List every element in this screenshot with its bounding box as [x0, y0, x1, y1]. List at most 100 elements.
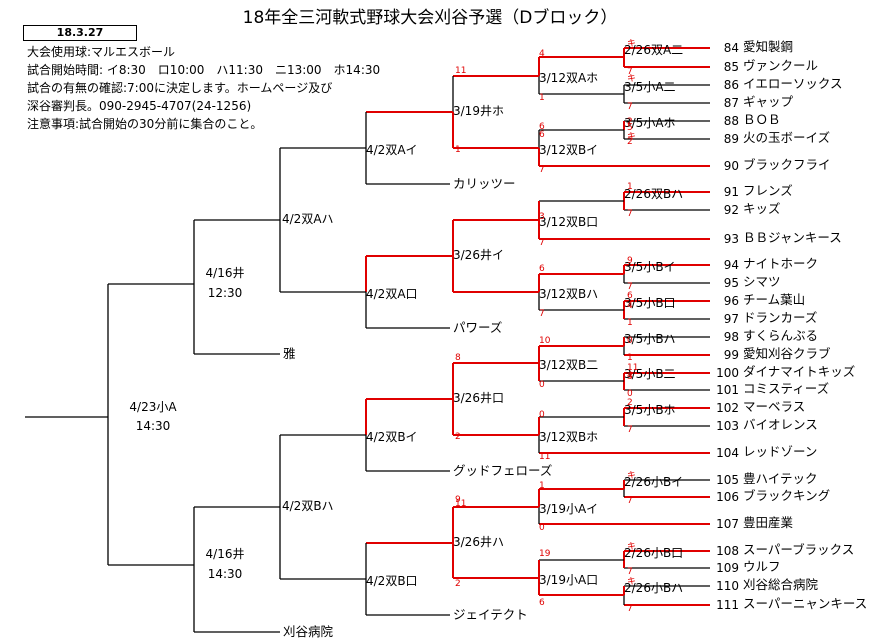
- score-label: 3: [539, 212, 545, 222]
- team-name: シマツ: [743, 274, 781, 289]
- score-label: 0: [627, 336, 633, 346]
- score-label: 7: [627, 496, 633, 506]
- score-label: 11: [455, 66, 467, 76]
- score-label: キ: [627, 577, 637, 587]
- team-number: 98: [723, 330, 739, 344]
- team-name: ダイナマイトキッズ: [743, 364, 856, 379]
- team-name: ＢＢジャンキース: [743, 230, 842, 245]
- score-label: 11: [539, 452, 551, 462]
- score-label: 7: [627, 67, 633, 77]
- team-number: 99: [723, 348, 739, 362]
- info-confirmation: 試合の有無の確認:7:00に決定します。ホームページ及び: [27, 81, 333, 95]
- match-label: 3/26井イ: [453, 248, 504, 262]
- team-name: キッズ: [743, 201, 781, 216]
- team-name: ヴァンクール: [743, 58, 819, 73]
- team-number: 84: [723, 41, 739, 55]
- team-number: 94: [723, 258, 739, 272]
- team-number: 105: [716, 473, 739, 487]
- score-label: 0: [539, 380, 545, 390]
- match-label: 3/12双B口: [539, 215, 599, 229]
- team-number: 108: [716, 544, 739, 558]
- team-name: 刈谷総合病院: [743, 577, 819, 592]
- match-date: 4/16井: [205, 547, 245, 561]
- seed-team-name: ジェイテクト: [453, 607, 528, 622]
- team-name: ギャップ: [743, 94, 794, 109]
- match-label: 3/12双Bホ: [539, 430, 599, 444]
- score-label: 5: [627, 123, 633, 133]
- team-name: チーム葉山: [743, 292, 806, 307]
- match-label: 4/2双Aハ: [282, 212, 334, 226]
- match-label: 3/19小Aイ: [539, 502, 599, 516]
- date-badge: 18.3.27: [23, 25, 137, 41]
- match-label: 2/26小Bイ: [624, 475, 684, 489]
- score-label: 4: [627, 371, 633, 381]
- team-name: 愛知製鋼: [743, 39, 794, 54]
- team-number: 95: [723, 276, 739, 290]
- match-label: 2/26双Bハ: [624, 187, 684, 201]
- score-label: 6: [627, 291, 633, 301]
- team-name: ナイトホーク: [743, 256, 819, 271]
- score-label: 6: [539, 122, 545, 132]
- info-notice: 注意事項:試合開始の30分前に集合のこと。: [27, 117, 263, 131]
- team-number: 96: [723, 294, 739, 308]
- team-name: ＢＯＢ: [743, 112, 781, 127]
- score-label: 2: [455, 579, 461, 589]
- team-number: 101: [716, 383, 739, 397]
- score-label: キ: [627, 471, 637, 481]
- team-number: 100: [716, 366, 739, 380]
- team-name: スーパーブラックス: [743, 542, 855, 557]
- score-label: 2: [627, 117, 633, 127]
- score-label: 1: [627, 353, 633, 363]
- match-label: 4/2双A口: [366, 287, 418, 301]
- team-name: ドランカーズ: [743, 310, 818, 325]
- match-label: 3/5小A二: [624, 80, 676, 94]
- score-label: 7: [539, 165, 545, 175]
- score-label: 0: [539, 410, 545, 420]
- seed-team-name: 雅: [283, 346, 296, 361]
- score-label: 2: [455, 432, 461, 442]
- score-label: 3: [627, 372, 633, 382]
- team-number: 92: [723, 203, 739, 217]
- team-name: コミスティーズ: [743, 381, 830, 396]
- match-label: 3/5小B二: [624, 367, 676, 381]
- match-label: 2/26小B口: [624, 546, 684, 560]
- score-label: 6: [539, 598, 545, 608]
- team-number: 89: [723, 132, 739, 146]
- score-label: 6: [539, 264, 545, 274]
- score-label: キ: [627, 39, 637, 49]
- score-label: 4: [539, 49, 545, 59]
- score-label: 11: [627, 363, 639, 373]
- team-number: 103: [716, 419, 739, 433]
- score-label: 7: [627, 567, 633, 577]
- score-label: 1: [539, 93, 545, 103]
- score-label: 11: [455, 499, 467, 509]
- score-label: 10: [539, 336, 551, 346]
- team-name: 豊ハイテック: [743, 471, 818, 486]
- team-name: イエローソックス: [743, 76, 843, 91]
- seed-team-name: グッドフェローズ: [453, 463, 553, 478]
- score-label: 7: [627, 102, 633, 112]
- team-number: 86: [723, 78, 739, 92]
- match-date: 4/16井: [205, 266, 245, 280]
- match-label: 3/12双Bハ: [539, 287, 599, 301]
- team-number: 93: [723, 232, 739, 246]
- score-label: 7: [627, 425, 633, 435]
- team-name: 火の玉ボーイズ: [743, 130, 831, 145]
- team-name: レッドゾーン: [743, 444, 818, 459]
- match-label: 3/26井口: [453, 391, 504, 405]
- team-name: すくらんぶる: [743, 328, 819, 343]
- score-label: 1: [539, 481, 545, 491]
- team-name: 豊田産業: [743, 515, 794, 530]
- match-label: 3/5小Bイ: [624, 260, 676, 274]
- score-label: 0: [539, 523, 545, 533]
- info-start-times: 試合開始時間: イ8:30 ロ10:00 ハ11:30 ニ13:00 ホ14:3…: [27, 63, 381, 77]
- score-label: 2: [627, 398, 633, 408]
- team-number: 104: [716, 446, 739, 460]
- team-name: ウルフ: [743, 559, 781, 574]
- team-name: ブラックキング: [743, 488, 831, 503]
- info-ball: 大会使用球:マルエスボール: [27, 45, 176, 59]
- score-label: 1: [627, 182, 633, 192]
- score-label: 1: [455, 145, 461, 155]
- score-label: キ: [627, 74, 637, 84]
